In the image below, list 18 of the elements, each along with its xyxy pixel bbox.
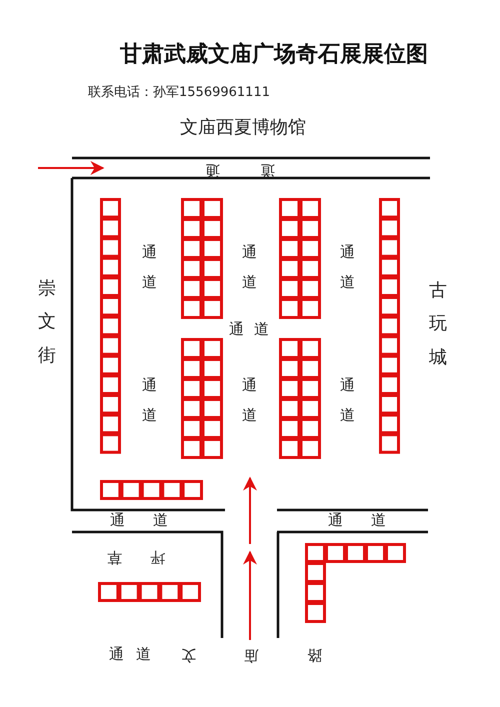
area-label: 通道 (229, 321, 269, 338)
vertical-label: 通道 (142, 375, 157, 426)
vertical-label: 通道 (340, 242, 355, 293)
title: 甘肃武威文庙广场奇石展展位图 (120, 42, 428, 68)
area-label: 联系电话：孙军15569961111 (88, 86, 270, 101)
vertical-label: 古玩城 (429, 279, 447, 370)
area-label: 通道 (205, 161, 275, 178)
area-label: 通道 (109, 646, 151, 664)
area-label: 文庙西夏博物馆 (180, 118, 306, 139)
vertical-label: 通道 (142, 242, 157, 293)
vertical-label: 崇文街 (38, 277, 56, 368)
area-label: 文庙路 (181, 646, 322, 664)
vertical-label: 通道 (242, 242, 257, 293)
vertical-label: 通道 (340, 375, 355, 426)
area-label: 通道 (328, 512, 386, 530)
area-label: 通道 (110, 512, 168, 530)
vertical-label: 通道 (242, 375, 257, 426)
area-label: 草坪 (107, 548, 165, 566)
